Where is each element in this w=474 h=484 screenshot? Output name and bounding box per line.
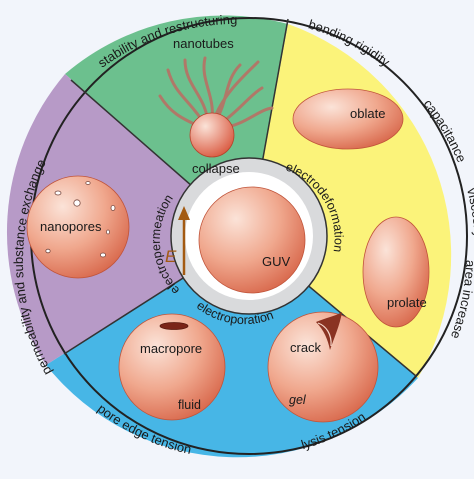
- macropore-label: macropore: [140, 341, 202, 356]
- macropore-hole: [160, 323, 188, 330]
- collapsed-vesicle: [190, 113, 234, 157]
- field-symbol: E: [165, 247, 177, 266]
- crack-label: crack: [290, 340, 322, 355]
- prolate-label: prolate: [387, 295, 427, 310]
- oblate-label: oblate: [350, 106, 385, 121]
- prolate-vesicle: [363, 217, 429, 327]
- guv-label: GUV: [262, 254, 291, 269]
- nanopores-label: nanopores: [40, 219, 102, 234]
- guv-vesicle: [199, 187, 305, 293]
- gel-label: gel: [289, 393, 307, 407]
- macropore-vesicle: [119, 314, 225, 420]
- area-increase-label: area increase: [448, 260, 474, 341]
- collapse-label: collapse: [192, 161, 240, 176]
- oblate-vesicle: [293, 89, 403, 149]
- nanotubes-label: nanotubes: [173, 36, 234, 51]
- fluid-label: fluid: [178, 398, 201, 412]
